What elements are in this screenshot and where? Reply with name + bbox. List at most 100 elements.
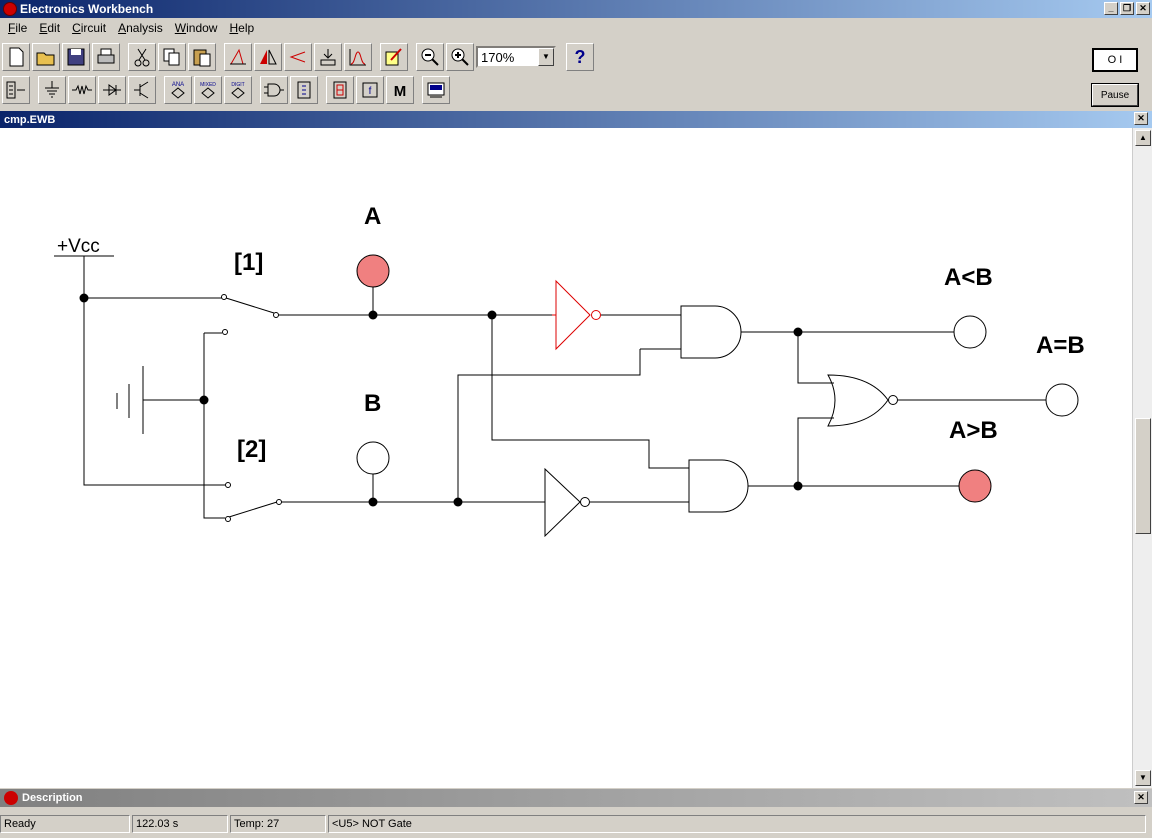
zoom-out-button[interactable] [416, 43, 444, 71]
controls-bin-button[interactable]: f [356, 76, 384, 104]
basic-bin-button[interactable] [68, 76, 96, 104]
flip-vertical-icon [289, 51, 306, 63]
copy-icon [163, 48, 180, 66]
indicators-bin-button[interactable] [326, 76, 354, 104]
rotate-icon [230, 48, 246, 65]
zoom-value: 170% [481, 49, 515, 65]
new-file-button[interactable] [2, 43, 30, 71]
miscellaneous-bin-button[interactable]: M [386, 76, 414, 104]
print-button[interactable] [92, 43, 120, 71]
probe-a-equal-b[interactable] [1045, 383, 1079, 417]
vertical-scrollbar[interactable]: ▲ ▼ [1132, 128, 1152, 788]
title-bar: Electronics Workbench _ ❐ ✕ [0, 0, 1152, 18]
switch-2-blade[interactable] [228, 501, 278, 518]
favorites-icon [6, 81, 25, 99]
description-close-button[interactable]: ✕ [1134, 791, 1148, 804]
svg-text:ANA: ANA [172, 82, 184, 88]
ground-icon [45, 81, 59, 98]
menu-edit[interactable]: Edit [39, 21, 61, 35]
chevron-down-icon[interactable]: ▼ [538, 48, 554, 66]
junction [487, 310, 497, 320]
output-equal-label: A=B [1036, 332, 1085, 359]
not-gate-a[interactable] [555, 279, 591, 351]
instruments-bin-button[interactable] [422, 76, 450, 104]
probe-a-less-b[interactable] [953, 315, 987, 349]
transistors-bin-button[interactable] [128, 76, 156, 104]
sources-bin-button[interactable] [38, 76, 66, 104]
output-greater-label: A>B [949, 417, 998, 444]
save-button[interactable] [62, 43, 90, 71]
wire-and1-nor [797, 332, 834, 384]
flip-horizontal-icon [260, 49, 277, 65]
restore-button[interactable]: ❐ [1120, 2, 1134, 15]
mixed-ics-bin-button[interactable]: MIXED [194, 76, 222, 104]
function-icon: f [362, 82, 378, 98]
digital-ics-bin-button[interactable]: DIGIT [224, 76, 252, 104]
scroll-down-arrow-icon[interactable]: ▼ [1135, 770, 1151, 786]
menu-window[interactable]: Window [174, 21, 218, 35]
menu-circuit[interactable]: Circuit [72, 21, 107, 35]
copy-button[interactable] [158, 43, 186, 71]
zoom-in-button[interactable] [446, 43, 474, 71]
flipflop-icon [297, 81, 311, 99]
digital-bin-button[interactable] [290, 76, 318, 104]
power-switch[interactable]: O I [1092, 48, 1138, 72]
circuit-canvas[interactable]: +Vcc [1] [2] A B A<B A=B A>B [0, 128, 1132, 788]
not-gate-b-bubble [580, 497, 590, 507]
scroll-thumb[interactable] [1135, 418, 1151, 534]
analog-ics-bin-button[interactable]: ANA [164, 76, 192, 104]
create-subcircuit-button[interactable] [380, 43, 408, 71]
menu-analysis[interactable]: Analysis [118, 21, 163, 35]
floppy-icon [67, 48, 85, 66]
switch-2-pivot [276, 499, 282, 505]
and-gate-2[interactable] [688, 459, 749, 513]
new-file-icon [9, 47, 24, 67]
menu-file[interactable]: File [8, 21, 28, 35]
not-gate-a-bubble [591, 310, 601, 320]
document-close-button[interactable]: ✕ [1134, 112, 1148, 125]
favorites-bin-button[interactable] [2, 76, 30, 104]
wire-vcc-s2 [83, 298, 225, 486]
cut-button[interactable] [128, 43, 156, 71]
seven-segment-icon [333, 81, 347, 99]
minimize-button[interactable]: _ [1104, 2, 1118, 15]
and-gate-1[interactable] [680, 305, 742, 359]
paste-button[interactable] [188, 43, 216, 71]
graphs-button[interactable] [344, 43, 372, 71]
parts-toolbar: ANA MIXED DIGIT f M [0, 74, 452, 106]
probe-b[interactable] [356, 441, 390, 475]
vcc-label: +Vcc [57, 236, 100, 257]
wire-and2-nor [797, 417, 834, 486]
flip-vertical-button[interactable] [284, 43, 312, 71]
diodes-bin-button[interactable] [98, 76, 126, 104]
flip-horizontal-button[interactable] [254, 43, 282, 71]
junction [199, 395, 209, 405]
switch-1-blade[interactable] [225, 297, 275, 314]
zoom-select[interactable]: 170% ▼ [476, 46, 556, 68]
component-properties-icon [320, 49, 336, 66]
pause-button[interactable]: Pause [1092, 84, 1138, 106]
switch-2-contact [225, 516, 231, 522]
status-bar: Ready 122.03 s Temp: 27 <U5> NOT Gate [0, 815, 1152, 835]
component-properties-button[interactable] [314, 43, 342, 71]
switch-2-contact [225, 482, 231, 488]
junction [793, 481, 803, 491]
svg-text:f: f [369, 86, 372, 97]
scroll-up-arrow-icon[interactable]: ▲ [1135, 130, 1151, 146]
not-gate-b[interactable] [544, 467, 581, 538]
description-bar[interactable]: Description ✕ [0, 789, 1152, 807]
help-button[interactable]: ? [566, 43, 594, 71]
open-file-button[interactable] [32, 43, 60, 71]
probe-a[interactable] [356, 254, 390, 288]
nor-gate[interactable] [827, 374, 889, 427]
menu-help[interactable]: Help [229, 21, 255, 35]
rotate-button[interactable] [224, 43, 252, 71]
probe-a-greater-b[interactable] [958, 469, 992, 503]
pencil-icon [385, 48, 402, 66]
close-button[interactable]: ✕ [1136, 2, 1150, 15]
status-selection: <U5> NOT Gate [328, 815, 1146, 833]
junction [79, 293, 89, 303]
probe-b-label: B [364, 390, 381, 417]
wire-battery-switches [203, 333, 225, 519]
logic-gates-bin-button[interactable] [260, 76, 288, 104]
